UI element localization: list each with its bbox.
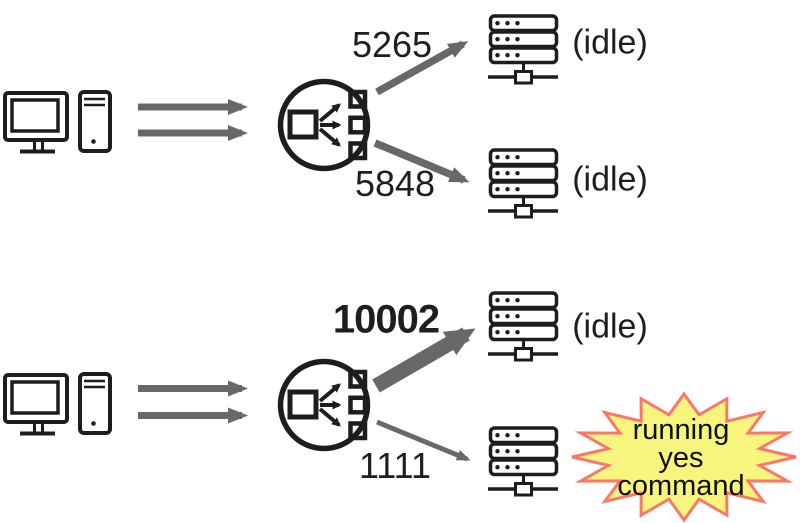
callout-line-2: yes command	[617, 442, 745, 502]
route-arrow-10002-heavy	[372, 327, 476, 393]
route-arrow-5848	[373, 139, 470, 184]
server-rack-icon	[486, 14, 560, 85]
starburst-shape	[571, 391, 797, 523]
starburst-callout: running yes command	[617, 414, 745, 502]
server-rack-icon	[486, 291, 560, 362]
route-arrow-5265	[375, 40, 469, 96]
server-status-idle: (idle)	[572, 307, 648, 346]
load-balancer-icon	[281, 362, 368, 449]
server-status-idle: (idle)	[572, 160, 648, 199]
port-label-5265: 5265	[351, 24, 433, 65]
client-computer-icon	[3, 372, 112, 436]
server-rack-icon	[486, 426, 560, 497]
server-status-idle: (idle)	[572, 23, 648, 62]
load-balancer-icon	[281, 82, 368, 169]
port-label-10002: 10002	[332, 297, 440, 342]
port-label-1111: 1111	[358, 445, 432, 486]
route-arrow-1111-light	[376, 419, 471, 462]
port-label-5848: 5848	[354, 163, 436, 204]
callout-line-1: running	[632, 414, 730, 446]
server-rack-icon	[486, 148, 560, 219]
client-computer-icon	[3, 90, 112, 154]
